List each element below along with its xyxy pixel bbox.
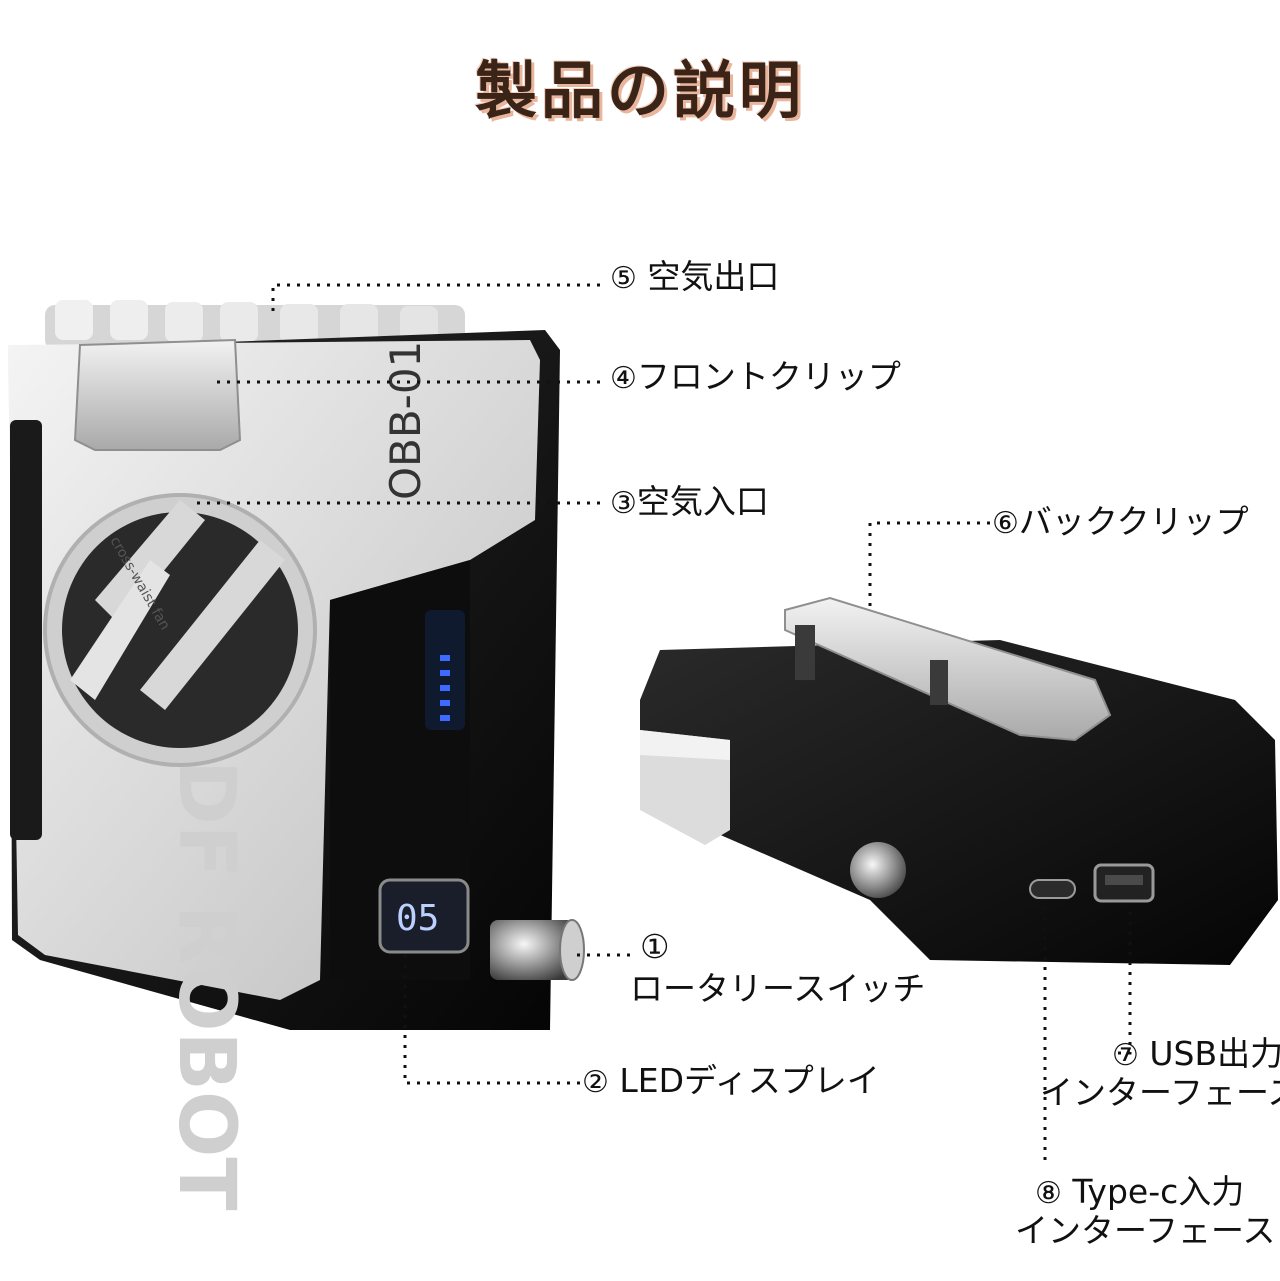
typec-port bbox=[1029, 879, 1076, 899]
brand-text: DF ROBOT bbox=[161, 760, 251, 1211]
front-clip bbox=[73, 338, 242, 451]
label-rotary-switch-number: ① bbox=[640, 927, 670, 966]
led-display bbox=[378, 878, 470, 954]
rotary-switch bbox=[490, 919, 585, 981]
battery-leds bbox=[440, 655, 450, 721]
label-back-clip: ⑥バッククリップ bbox=[992, 502, 1249, 541]
label-air-inlet: ③空気入口 bbox=[610, 482, 769, 521]
label-typec-input: ⑧ Type-c入力 インターフェース bbox=[1015, 1172, 1276, 1250]
front-device: OBB-01 cross-waist fan DF ROBOT 05 bbox=[8, 300, 585, 1211]
label-led-display: ② LEDディスプレイ bbox=[582, 1061, 880, 1100]
air-inlet bbox=[43, 493, 317, 767]
back-device bbox=[640, 596, 1278, 965]
display-value: 05 bbox=[396, 898, 439, 939]
label-usb-output: ⑦ USB出力 インターフェース bbox=[1040, 1034, 1280, 1112]
label-rotary-switch: ロータリースイッチ bbox=[630, 969, 926, 1008]
page-title: 製品の説明 bbox=[474, 54, 805, 127]
leader-lines bbox=[195, 283, 1132, 1160]
label-front-clip: ④フロントクリップ bbox=[610, 357, 901, 396]
model-text: OBB-01 bbox=[381, 341, 430, 500]
label-air-outlet: ⑤ 空気出口 bbox=[610, 257, 780, 296]
